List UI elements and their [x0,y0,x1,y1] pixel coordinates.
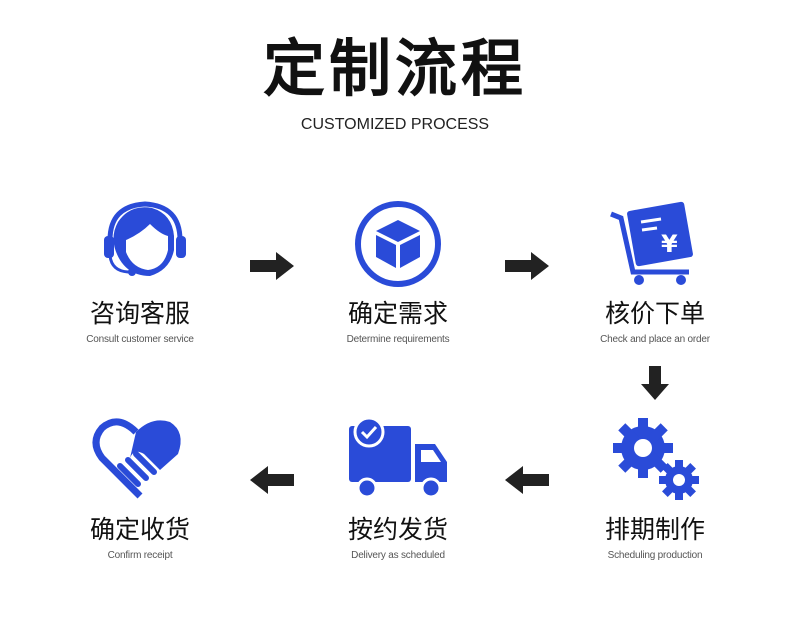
step-delivery: 按约发货 Delivery as scheduled [288,412,508,561]
page-subtitle: CUSTOMIZED PROCESS [300,116,490,133]
step-sublabel: Consult customer service [86,334,194,345]
step-sublabel: Delivery as scheduled [351,550,445,561]
headset-agent-icon [104,201,186,276]
step-label: 核价下单 [604,299,705,328]
arrow-left-icon [505,466,549,494]
step-label: 确定需求 [347,299,448,328]
arrow-right-icon [505,252,549,280]
step-receipt: 确定收货 Confirm receipt [30,412,250,561]
step-label: 按约发货 [347,515,448,544]
step-requirements: 确定需求 Determine requirements [288,200,508,345]
handshake-heart-icon [92,418,181,499]
step-sublabel: Confirm receipt [107,550,173,561]
arrow-left-icon [250,466,294,494]
delivery-truck-icon [349,416,447,499]
step-sublabel: Determine requirements [346,334,450,345]
box-icon [355,201,441,287]
page-title: 定制流程 [262,32,527,105]
step-sublabel: Scheduling production [607,550,703,561]
gears-icon [613,418,699,500]
step-order: ¥ 核价下单 Check and place an order [545,200,765,345]
step-label: 确定收货 [89,515,190,544]
step-production: 排期制作 Scheduling production [545,412,765,561]
step-sublabel: Check and place an order [600,334,710,345]
arrow-right-icon [250,252,294,280]
step-label: 咨询客服 [89,299,190,328]
step-label: 排期制作 [604,515,705,544]
arrow-down-icon [641,366,669,400]
step-consult: 咨询客服 Consult customer service [30,200,250,345]
cart-yen-icon: ¥ [610,201,693,285]
svg-text:¥: ¥ [661,230,678,258]
